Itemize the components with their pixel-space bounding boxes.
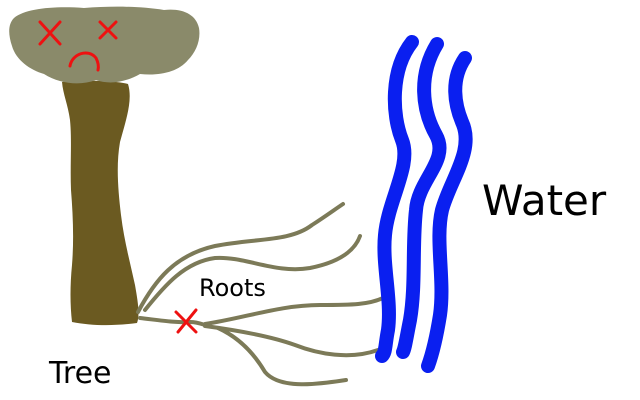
root (203, 324, 380, 358)
root (136, 202, 345, 314)
roots (136, 202, 387, 387)
water-streams (375, 35, 473, 373)
roots-label: Roots (199, 274, 266, 302)
root (143, 234, 362, 312)
x-mark-icon (174, 308, 198, 334)
tree-canopy (9, 6, 200, 84)
sad-face-with-x-eyes-icon (38, 20, 118, 72)
tree-trunk (62, 80, 139, 326)
root (138, 316, 212, 328)
tree-label: Tree (48, 356, 112, 391)
water-stream (396, 37, 447, 359)
water-stream (421, 51, 473, 373)
water-label: Water (482, 176, 607, 225)
root (216, 326, 348, 387)
root (203, 295, 387, 326)
water-stream (375, 35, 419, 363)
